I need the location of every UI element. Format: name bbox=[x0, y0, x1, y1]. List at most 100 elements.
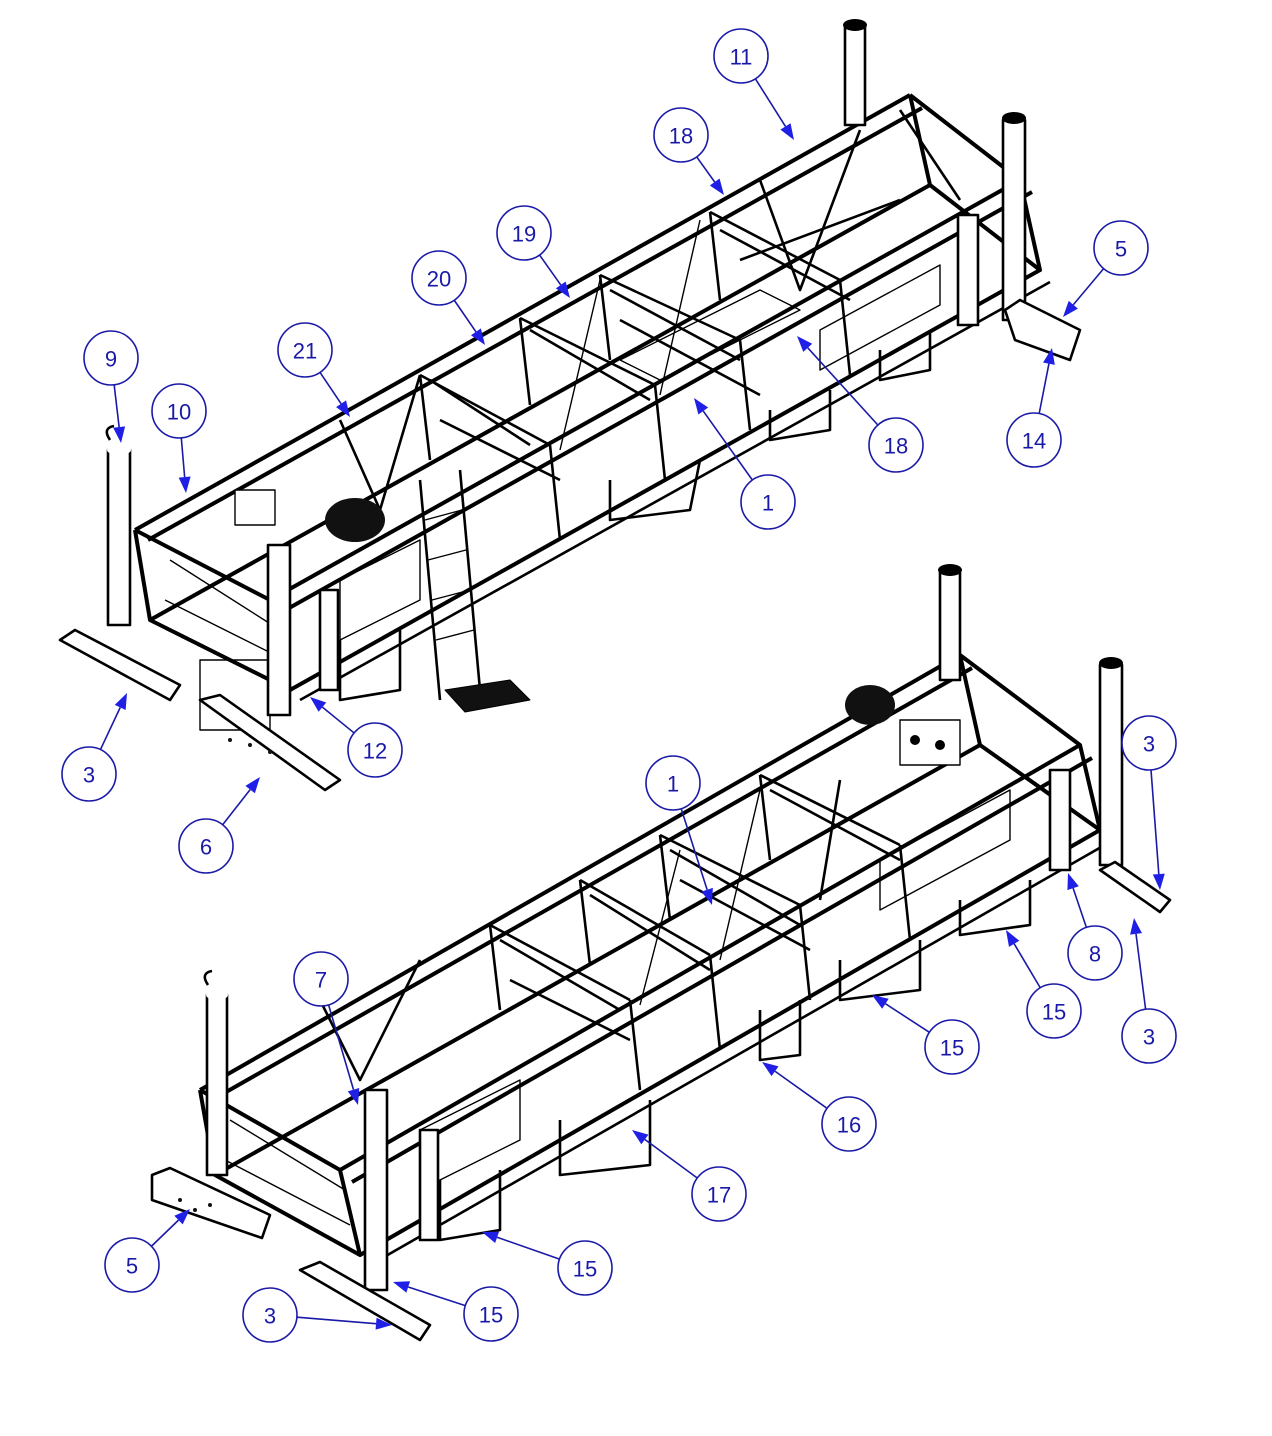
callout-balloon: 6 bbox=[178, 777, 260, 874]
balloon-circle bbox=[645, 755, 701, 811]
callout-balloon: 3 bbox=[1121, 715, 1177, 890]
balloon-circle bbox=[653, 107, 709, 163]
balloon-label: 5 bbox=[1115, 237, 1127, 262]
callout-balloon: 20 bbox=[411, 250, 485, 345]
leader-line bbox=[1038, 363, 1050, 414]
callout-balloon: 1 bbox=[694, 398, 796, 530]
balloon-circle bbox=[691, 1166, 747, 1222]
balloon-circle bbox=[1121, 715, 1177, 771]
balloon-circle bbox=[463, 1286, 519, 1342]
leader-line bbox=[754, 78, 787, 127]
callout-balloon: 16 bbox=[762, 1062, 877, 1152]
balloon-label: 18 bbox=[884, 434, 908, 459]
leader-line bbox=[327, 1004, 355, 1090]
arrowhead-icon bbox=[482, 1231, 500, 1243]
callout-balloon: 3 bbox=[1121, 918, 1177, 1064]
arrowhead-icon bbox=[393, 1281, 411, 1293]
leader-line bbox=[696, 156, 716, 183]
leader-line bbox=[1072, 268, 1105, 306]
leader-line bbox=[1150, 769, 1160, 875]
arrowhead-icon bbox=[872, 995, 889, 1009]
upper-view-callouts: 9 10 21 20 19 18 11 5 14 18 1 12 3 6 bbox=[61, 28, 1149, 874]
leader-line bbox=[680, 808, 708, 891]
callout-balloon: 3 bbox=[242, 1287, 392, 1343]
callout-balloon: 11 bbox=[713, 28, 794, 140]
balloon-label: 18 bbox=[669, 124, 693, 149]
balloon-circle bbox=[557, 1240, 613, 1296]
callout-balloon: 5 bbox=[1063, 220, 1149, 317]
leader-line bbox=[180, 437, 186, 478]
arrowhead-icon bbox=[310, 697, 327, 712]
balloon-label: 1 bbox=[762, 491, 774, 516]
balloon-label: 7 bbox=[315, 968, 327, 993]
balloon-circle bbox=[1026, 983, 1082, 1039]
balloon-label: 15 bbox=[1042, 1000, 1066, 1025]
balloon-label: 19 bbox=[512, 222, 536, 247]
callout-balloon: 15 bbox=[393, 1281, 519, 1342]
balloon-label: 3 bbox=[264, 1304, 276, 1329]
arrowhead-icon bbox=[113, 426, 126, 443]
arrowhead-icon bbox=[336, 400, 350, 417]
leader-line bbox=[702, 410, 753, 481]
callout-balloon: 21 bbox=[277, 322, 350, 417]
callout-balloon: 1 bbox=[645, 755, 713, 905]
balloon-circle bbox=[104, 1237, 160, 1293]
balloon-label: 3 bbox=[1143, 1025, 1155, 1050]
balloon-circle bbox=[83, 330, 139, 386]
balloon-circle bbox=[61, 746, 117, 802]
arrowhead-icon bbox=[709, 178, 724, 195]
balloon-label: 15 bbox=[479, 1303, 503, 1328]
leader-line bbox=[321, 706, 355, 734]
balloon-label: 12 bbox=[363, 739, 387, 764]
callout-balloon: 12 bbox=[310, 697, 403, 778]
balloon-label: 3 bbox=[1143, 732, 1155, 757]
balloon-label: 10 bbox=[167, 400, 191, 425]
arrowhead-icon bbox=[555, 281, 570, 298]
callout-balloon: 15 bbox=[872, 995, 980, 1075]
arrowhead-icon bbox=[174, 1209, 190, 1225]
leader-line bbox=[453, 299, 477, 333]
balloon-circle bbox=[924, 1019, 980, 1075]
balloon-label: 5 bbox=[126, 1254, 138, 1279]
leader-line bbox=[538, 254, 562, 286]
callout-balloon: 14 bbox=[1006, 348, 1062, 468]
callout-balloon: 8 bbox=[1067, 873, 1123, 981]
leader-line bbox=[884, 1003, 930, 1033]
balloon-circle bbox=[411, 250, 467, 306]
leader-line bbox=[99, 707, 121, 750]
arrowhead-icon bbox=[178, 476, 191, 493]
balloon-label: 21 bbox=[293, 339, 317, 364]
balloon-label: 3 bbox=[83, 763, 95, 788]
balloon-label: 8 bbox=[1089, 942, 1101, 967]
balloon-circle bbox=[151, 383, 207, 439]
balloon-circle bbox=[293, 951, 349, 1007]
balloon-circle bbox=[821, 1096, 877, 1152]
callout-balloon: 9 bbox=[83, 330, 139, 443]
balloon-circle bbox=[1067, 925, 1123, 981]
callout-balloon: 18 bbox=[797, 336, 924, 473]
arrowhead-icon bbox=[1152, 873, 1165, 890]
balloon-circle bbox=[740, 474, 796, 530]
leader-line bbox=[1013, 943, 1041, 989]
balloon-circle bbox=[178, 818, 234, 874]
callout-balloon: 10 bbox=[151, 383, 207, 493]
leader-line bbox=[807, 347, 879, 426]
balloon-label: 20 bbox=[427, 267, 451, 292]
leader-line bbox=[1135, 933, 1147, 1010]
balloon-circle bbox=[1006, 412, 1062, 468]
leader-line bbox=[1072, 887, 1088, 928]
arrowhead-icon bbox=[632, 1130, 649, 1145]
arrowhead-icon bbox=[375, 1317, 392, 1330]
callout-balloon: 19 bbox=[496, 205, 570, 298]
callout-balloon: 5 bbox=[104, 1209, 190, 1293]
leader-line bbox=[496, 1236, 560, 1260]
balloon-label: 16 bbox=[837, 1113, 861, 1138]
balloon-label: 14 bbox=[1022, 429, 1046, 454]
balloon-label: 6 bbox=[200, 835, 212, 860]
arrowhead-icon bbox=[347, 1087, 360, 1105]
balloon-label: 15 bbox=[573, 1257, 597, 1282]
balloon-label: 1 bbox=[667, 772, 679, 797]
callout-balloon: 7 bbox=[293, 951, 360, 1105]
balloon-circle bbox=[347, 722, 403, 778]
callout-balloon: 15 bbox=[1006, 930, 1082, 1039]
